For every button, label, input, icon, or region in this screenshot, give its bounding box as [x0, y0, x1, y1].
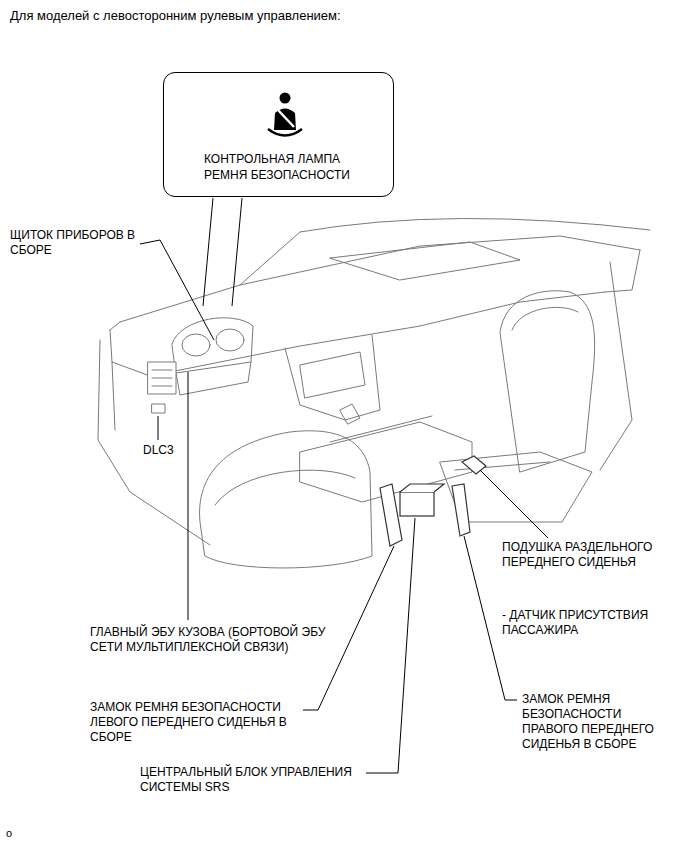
part-label: ЩИТОК ПРИБОРОВ В СБОРЕ: [10, 228, 145, 258]
connector-label: DLC3: [143, 443, 203, 458]
callout-box: КОНТРОЛЬНАЯ ЛАМПА РЕМНЯ БЕЗОПАСНОСТИ: [163, 72, 394, 197]
part-label: ПОДУШКА РАЗДЕЛЬНОГО ПЕРЕДНЕГО СИДЕНЬЯ: [502, 540, 674, 570]
figure-mark: o: [6, 826, 26, 841]
part-label: ГЛАВНЫЙ ЭБУ КУЗОВА (БОРТОВОЙ ЭБУ СЕТИ МУ…: [90, 625, 330, 655]
part-note: - ДАТЧИК ПРИСУТСТВИЯ ПАССАЖИРА: [502, 608, 674, 638]
callout-text: КОНТРОЛЬНАЯ ЛАМПА РЕМНЯ БЕЗОПАСНОСТИ: [204, 151, 364, 183]
part-label: ЦЕНТРАЛЬНЫЙ БЛОК УПРАВЛЕНИЯ СИСТЕМЫ SRS: [140, 765, 390, 795]
part-label: ЗАМОК РЕМНЯ БЕЗОПАСНОСТИ ЛЕВОГО ПЕРЕДНЕГ…: [90, 700, 305, 745]
part-label: ЗАМОК РЕМНЯ БЕЗОПАСНОСТИ ПРАВОГО ПЕРЕДНЕ…: [522, 692, 667, 752]
page-title: Для моделей с левосторонним рулевым упра…: [10, 8, 341, 23]
